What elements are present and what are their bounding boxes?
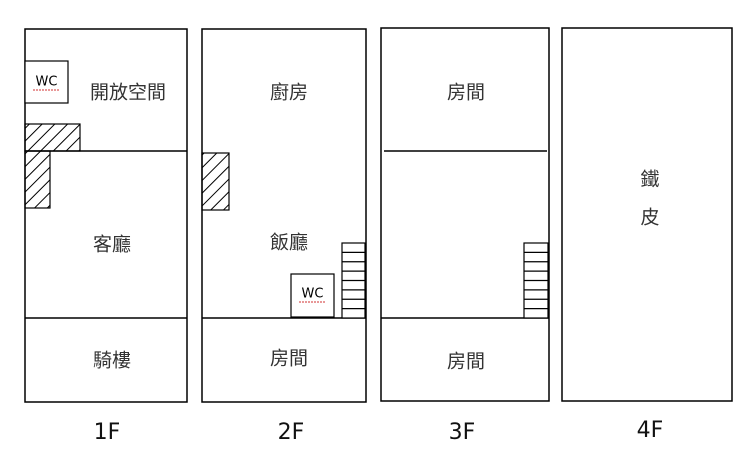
room-label: 皮 [640, 207, 659, 229]
floor-label: 1F [94, 420, 121, 445]
floor-3f: 房間 房間 3F [380, 27, 550, 445]
wc-label: WC [302, 287, 324, 302]
floor-label: 4F [637, 418, 664, 443]
staircase [341, 242, 366, 319]
staircase [523, 242, 549, 319]
room-label: 騎樓 [93, 350, 131, 372]
floor-3f-outline [380, 27, 550, 402]
floor-label: 3F [449, 420, 476, 445]
room-label: 鐵 [640, 169, 659, 191]
wc-label: WC [36, 75, 58, 90]
room-label: 廚房 [270, 81, 308, 104]
stair-hatch [24, 150, 51, 209]
floor-4f-outline [561, 27, 733, 402]
floor-4f: 鐵 皮 4F [561, 27, 733, 443]
room-label: 飯廳 [270, 232, 308, 254]
room-label: 客廳 [93, 234, 131, 256]
floor-label: 2F [278, 420, 305, 445]
floor-2f: WC 廚房 飯廳 房間 2F [201, 28, 367, 445]
wc-box [24, 60, 69, 104]
wc-box [290, 273, 335, 318]
room-label: 房間 [447, 351, 485, 373]
room-label: 房間 [447, 82, 485, 104]
stair-hatch [24, 123, 81, 152]
room-label: 房間 [270, 348, 308, 370]
room-label: 開放空間 [90, 82, 166, 104]
floor-1f: WC 開放空間 客廳 騎樓 1F [24, 28, 188, 445]
floor-1f-outline [24, 28, 188, 403]
floor-2f-outline [201, 28, 367, 403]
stair-hatch [201, 152, 230, 211]
